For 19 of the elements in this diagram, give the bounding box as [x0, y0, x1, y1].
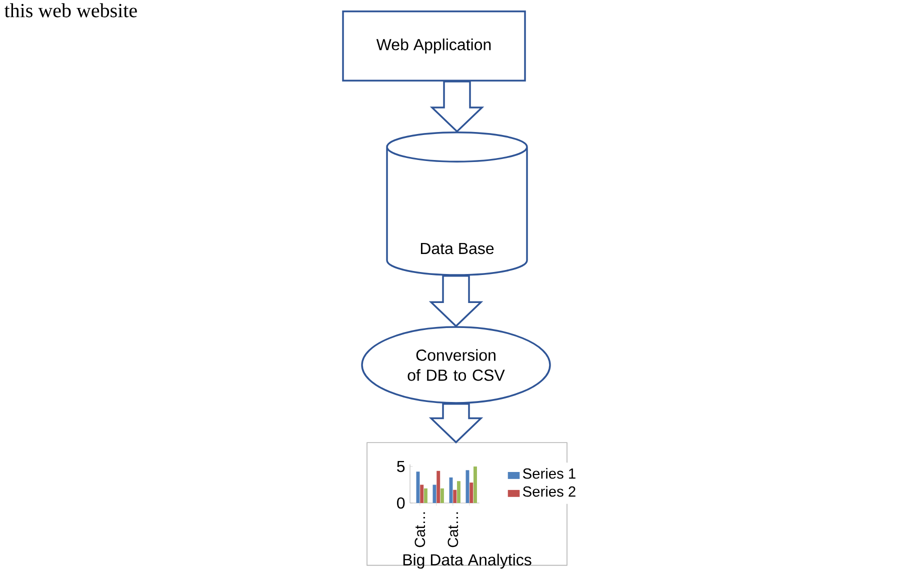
- bar: [424, 488, 428, 503]
- bar: [470, 482, 474, 503]
- x-tick-label: Cat…: [414, 512, 426, 548]
- bar: [436, 470, 440, 503]
- bar: [440, 488, 444, 503]
- bar: [453, 490, 457, 503]
- database-cylinder: Data Base: [386, 131, 528, 276]
- block-arrow: [430, 80, 484, 133]
- bar: [416, 472, 420, 503]
- page-text: this web website: [4, 3, 137, 18]
- y-tick-label: 0: [397, 497, 405, 509]
- bar: [456, 481, 460, 503]
- y-tick-label: 5: [397, 460, 405, 472]
- process-box: Web Application: [342, 10, 526, 82]
- bar: [420, 484, 424, 503]
- block-arrow: [428, 403, 484, 444]
- block-arrow: [428, 275, 484, 328]
- x-tick-label: Cat…: [448, 512, 458, 548]
- bar: [474, 466, 477, 503]
